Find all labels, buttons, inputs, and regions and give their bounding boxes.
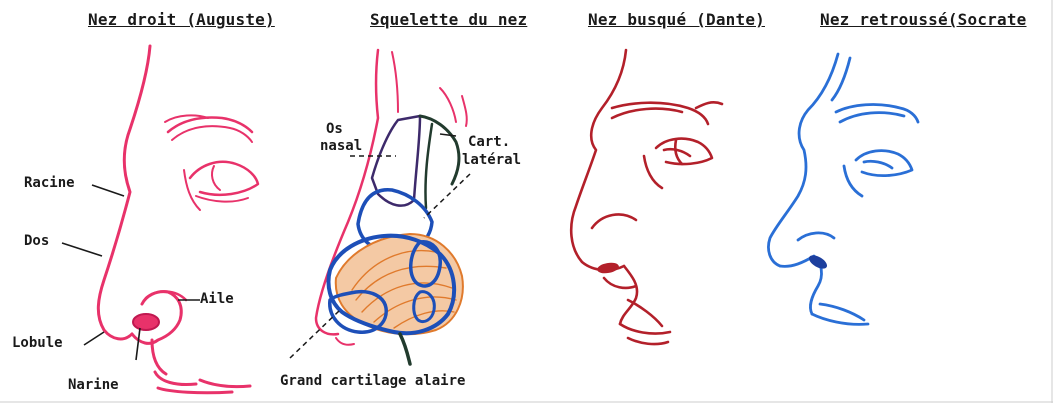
leader-lines-skeleton-solid bbox=[439, 133, 457, 137]
nasal-skeleton-drawing bbox=[314, 48, 468, 366]
label-racine: Racine bbox=[24, 175, 75, 191]
snub-nose-profile bbox=[767, 52, 920, 326]
hooked-nostril bbox=[597, 262, 619, 274]
label-os-nasal-line2: nasal bbox=[320, 138, 363, 154]
label-aile: Aile bbox=[200, 291, 234, 307]
figure-title-squelette: Squelette du nez bbox=[370, 10, 528, 29]
straight-nose-profile bbox=[96, 44, 260, 395]
label-cart-lateral-line2: latéral bbox=[462, 152, 522, 168]
label-lobule: Lobule bbox=[12, 335, 63, 351]
figure-title-auguste: Nez droit (Auguste) bbox=[88, 10, 275, 29]
snub-nostril bbox=[808, 255, 828, 269]
label-cart-lateral-line1: Cart. bbox=[468, 134, 511, 150]
nostril-fill bbox=[132, 313, 160, 331]
figure-title-dante: Nez busqué (Dante) bbox=[588, 10, 765, 29]
hooked-nose-profile bbox=[569, 48, 724, 346]
label-dos: Dos bbox=[24, 233, 50, 249]
label-os-nasal-line1: Os bbox=[326, 121, 343, 137]
leader-lines-auguste bbox=[61, 184, 200, 361]
figure-title-socrate: Nez retroussé(Socrate bbox=[820, 10, 1027, 29]
label-grand-cartilage: Grand cartilage alaire bbox=[280, 373, 466, 389]
leader-lines-skeleton bbox=[289, 155, 471, 359]
label-narine: Narine bbox=[68, 377, 119, 393]
